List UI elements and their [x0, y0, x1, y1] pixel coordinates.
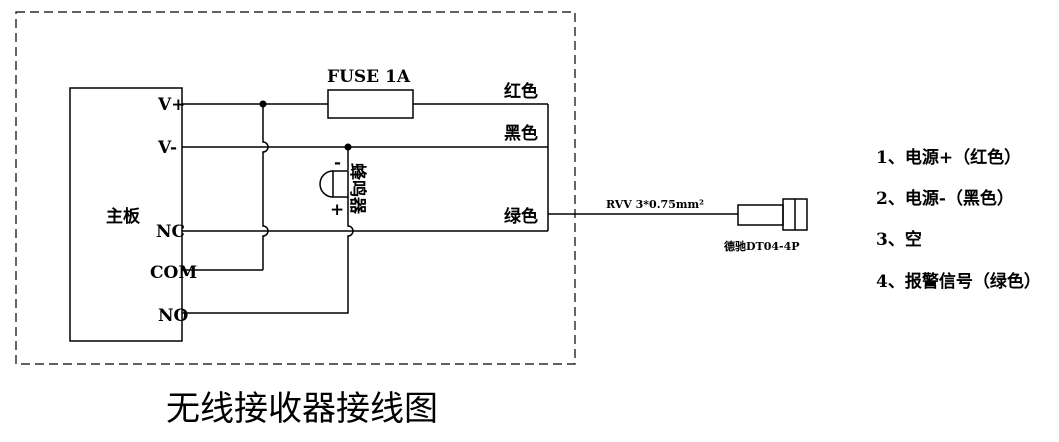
pin-label-vplus: V+ — [157, 95, 185, 115]
main-board — [69, 87, 183, 342]
buzzer-label: 蜂鸣器 — [347, 163, 368, 215]
wire-label-black: 黑色 — [504, 123, 538, 144]
pin-label-no: NO — [158, 306, 189, 326]
pin-label-com: COM — [150, 263, 197, 283]
fuse — [327, 89, 414, 119]
wire-label-red: 红色 — [504, 81, 538, 102]
cable-label: RVV 3*0.75mm² — [606, 198, 704, 211]
fuse-label: FUSE 1A — [327, 67, 411, 87]
main-board-label: 主板 — [106, 206, 141, 227]
legend-item-1: 1、电源+（红色） — [876, 147, 1021, 168]
connector-label: 德驰DT04-4P — [723, 239, 800, 253]
buzzer-symbol — [319, 170, 349, 198]
legend-item-3: 3、空 — [876, 229, 922, 250]
legend-item-2: 2、电源-（黑色） — [876, 188, 1014, 209]
connector-symbol — [737, 198, 808, 231]
buzzer-plus-sign: + — [330, 200, 344, 220]
com-wire-vertical — [262, 104, 269, 270]
diagram-title: 无线接收器接线图 — [166, 389, 438, 429]
buzzer-wire-bottom — [182, 197, 354, 314]
buzzer-minus-sign: - — [334, 153, 341, 173]
legend-item-4: 4、报警信号（绿色） — [876, 271, 1041, 292]
enclosure-dashed-box — [15, 11, 576, 365]
pin-label-nc: NC — [156, 222, 185, 242]
wire-label-green: 绿色 — [504, 206, 538, 227]
pin-label-vminus: V- — [157, 138, 177, 158]
